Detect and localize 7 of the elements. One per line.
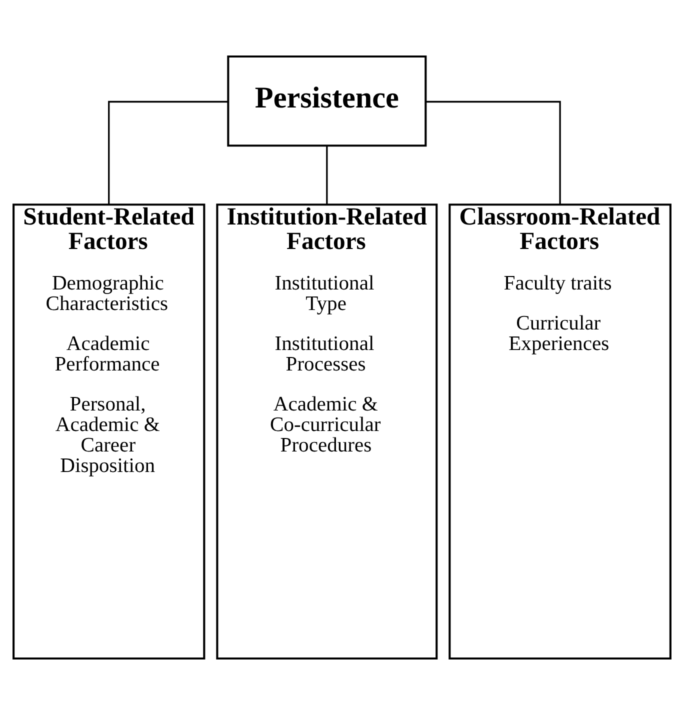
connector xyxy=(108,100,228,204)
connector xyxy=(326,146,328,204)
node-box: Classroom-Related Factors Faculty traits Curricular Experiences xyxy=(448,204,672,660)
node-box: Institution-Related Factors Institutional Type Institutional Processes Academic & Co-curricular Procedures xyxy=(216,204,438,660)
node-box: Persistence xyxy=(227,55,427,147)
node-box: Student-Related Factors Demographic Characteristics Academic Performance Personal, Academic & Career Disposition xyxy=(12,204,206,660)
connector xyxy=(426,100,561,204)
